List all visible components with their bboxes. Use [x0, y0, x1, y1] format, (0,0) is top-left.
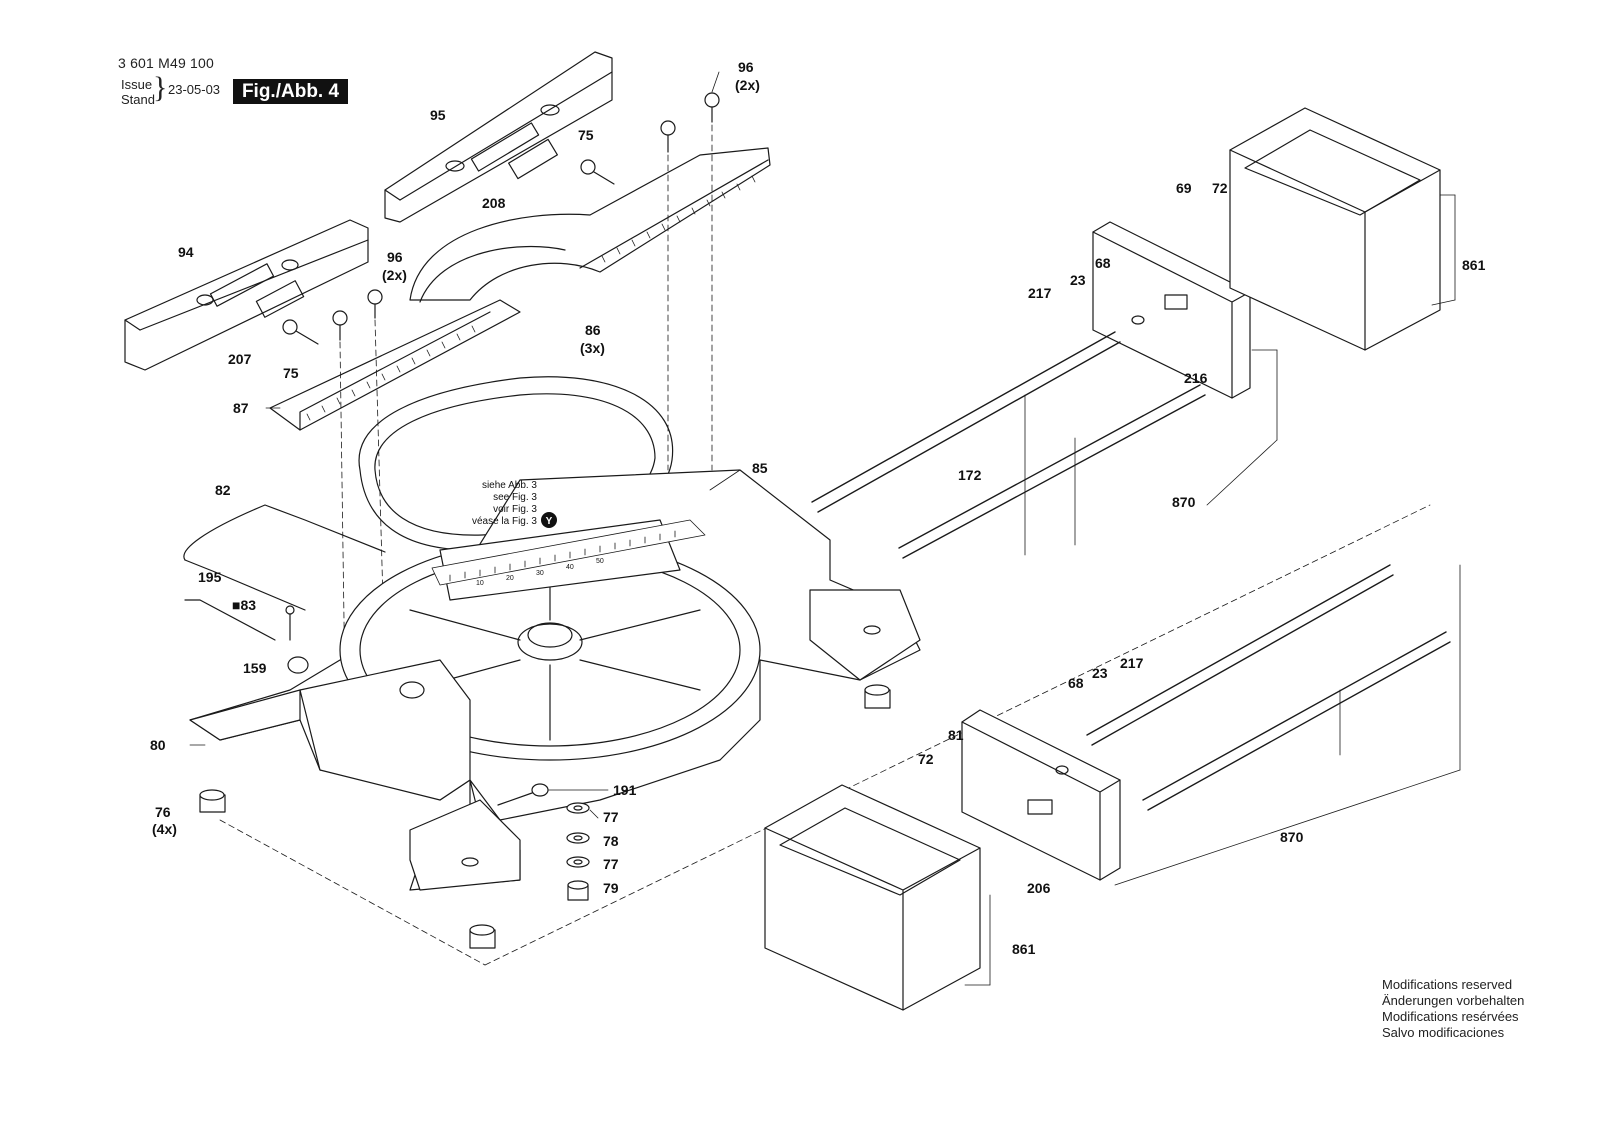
screws-96-75 — [282, 92, 720, 345]
issue-label: Issue — [121, 77, 153, 92]
callout-159: 159 — [243, 660, 267, 676]
rail-bracket-216 — [1092, 221, 1251, 399]
brace-glyph: } — [153, 71, 168, 104]
callout-77b: 77 — [603, 856, 619, 872]
rail-bracket-206 — [961, 709, 1121, 881]
callout-87: 87 — [233, 400, 249, 416]
note-line-fr: Modifications resérvées — [1382, 1009, 1519, 1024]
stand-label: Stand — [121, 92, 155, 107]
callout-172: 172 — [958, 467, 982, 483]
clip-ring-86 — [358, 376, 674, 551]
fence-scale-ticks — [306, 175, 756, 421]
callout-96-qty: (2x) — [735, 77, 760, 93]
leader-lines — [189, 71, 1461, 986]
ref-note-line4: véase la Fig. 3 — [472, 516, 537, 527]
scale-mark: 20 — [506, 575, 514, 582]
callout-23: 23 — [1070, 272, 1086, 288]
callout-78: 78 — [603, 833, 619, 849]
callout-labels: 96 (2x) 95 75 208 94 96 (2x) 207 75 87 8… — [150, 59, 1486, 957]
scale-mark: 10 — [476, 580, 484, 587]
callout-870: 870 — [1172, 494, 1196, 510]
angle-scale — [431, 519, 706, 586]
callout-195: 195 — [198, 569, 222, 585]
guide-rods-870 — [811, 331, 1451, 811]
document-number: 3 601 M49 100 — [118, 55, 215, 71]
scale-mark: 40 — [566, 564, 574, 571]
callout-77: 77 — [603, 809, 619, 825]
callout-75: 75 — [578, 127, 594, 143]
note-line-de: Änderungen vorbehalten — [1382, 993, 1525, 1008]
ref-marker-letter: Y — [546, 516, 553, 527]
callout-95: 95 — [430, 107, 446, 123]
callout-191: 191 — [613, 782, 637, 798]
callout-96b: 96 — [387, 249, 403, 265]
reference-note: siehe Abb. 3 see Fig. 3 voir Fig. 3 véas… — [472, 480, 537, 527]
scale-mark: 50 — [596, 558, 604, 565]
callout-96: 96 — [738, 59, 754, 75]
callout-79: 79 — [603, 880, 619, 896]
ref-marker-circle — [541, 512, 557, 528]
callout-76-qty: (4x) — [152, 821, 177, 837]
callout-72: 72 — [1212, 180, 1228, 196]
ref-note-line1: siehe Abb. 3 — [482, 480, 537, 491]
scale-mark: 30 — [536, 570, 544, 577]
callout-68: 68 — [1095, 255, 1111, 271]
callout-85: 85 — [752, 460, 768, 476]
scale-numerals: 10 20 30 40 50 — [476, 558, 604, 587]
storage-case-861-upper — [1229, 107, 1441, 351]
saw-base — [189, 469, 921, 891]
storage-case-861-lower — [764, 784, 981, 1011]
callout-69: 69 — [1176, 180, 1192, 196]
callout-217b: 217 — [1120, 655, 1144, 671]
fence-base-87 — [269, 147, 771, 431]
callout-86: 86 — [585, 322, 601, 338]
callout-81: 81 — [948, 727, 964, 743]
footer-notes: Modifications reserved Änderungen vorbeh… — [1382, 977, 1524, 1041]
note-line-en: Modifications reserved — [1382, 977, 1513, 992]
callout-76: 76 — [155, 804, 171, 820]
feet-and-small-parts — [183, 504, 891, 949]
callout-208: 208 — [482, 195, 506, 211]
callout-75b: 75 — [283, 365, 299, 381]
callout-96b-qty: (2x) — [382, 267, 407, 283]
callout-217: 217 — [1028, 285, 1052, 301]
callout-861b: 861 — [1012, 941, 1036, 957]
callout-94: 94 — [178, 244, 194, 260]
callout-207: 207 — [228, 351, 252, 367]
callout-72b: 72 — [918, 751, 934, 767]
fence-part-95 — [384, 51, 613, 223]
note-line-es: Salvo modificaciones — [1382, 1025, 1505, 1040]
callout-86-qty: (3x) — [580, 340, 605, 356]
ref-note-line2: see Fig. 3 — [493, 492, 537, 503]
issue-stand-label: Issue Stand — [121, 77, 155, 107]
callout-870b: 870 — [1280, 829, 1304, 845]
callout-216: 216 — [1184, 370, 1208, 386]
label-plate-208 — [508, 138, 558, 180]
issue-date: 23-05-03 — [168, 82, 221, 97]
callout-80: 80 — [150, 737, 166, 753]
callout-68b: 68 — [1068, 675, 1084, 691]
callout-206: 206 — [1027, 880, 1051, 896]
callout-861: 861 — [1462, 257, 1486, 273]
callout-83: ■83 — [232, 597, 256, 613]
label-plate-207 — [255, 280, 305, 318]
callout-82: 82 — [215, 482, 231, 498]
ref-note-line3: voir Fig. 3 — [493, 504, 537, 515]
callout-23b: 23 — [1092, 665, 1108, 681]
figure-label: Fig./Abb. 4 — [233, 79, 348, 104]
fence-part-94 — [124, 219, 369, 371]
